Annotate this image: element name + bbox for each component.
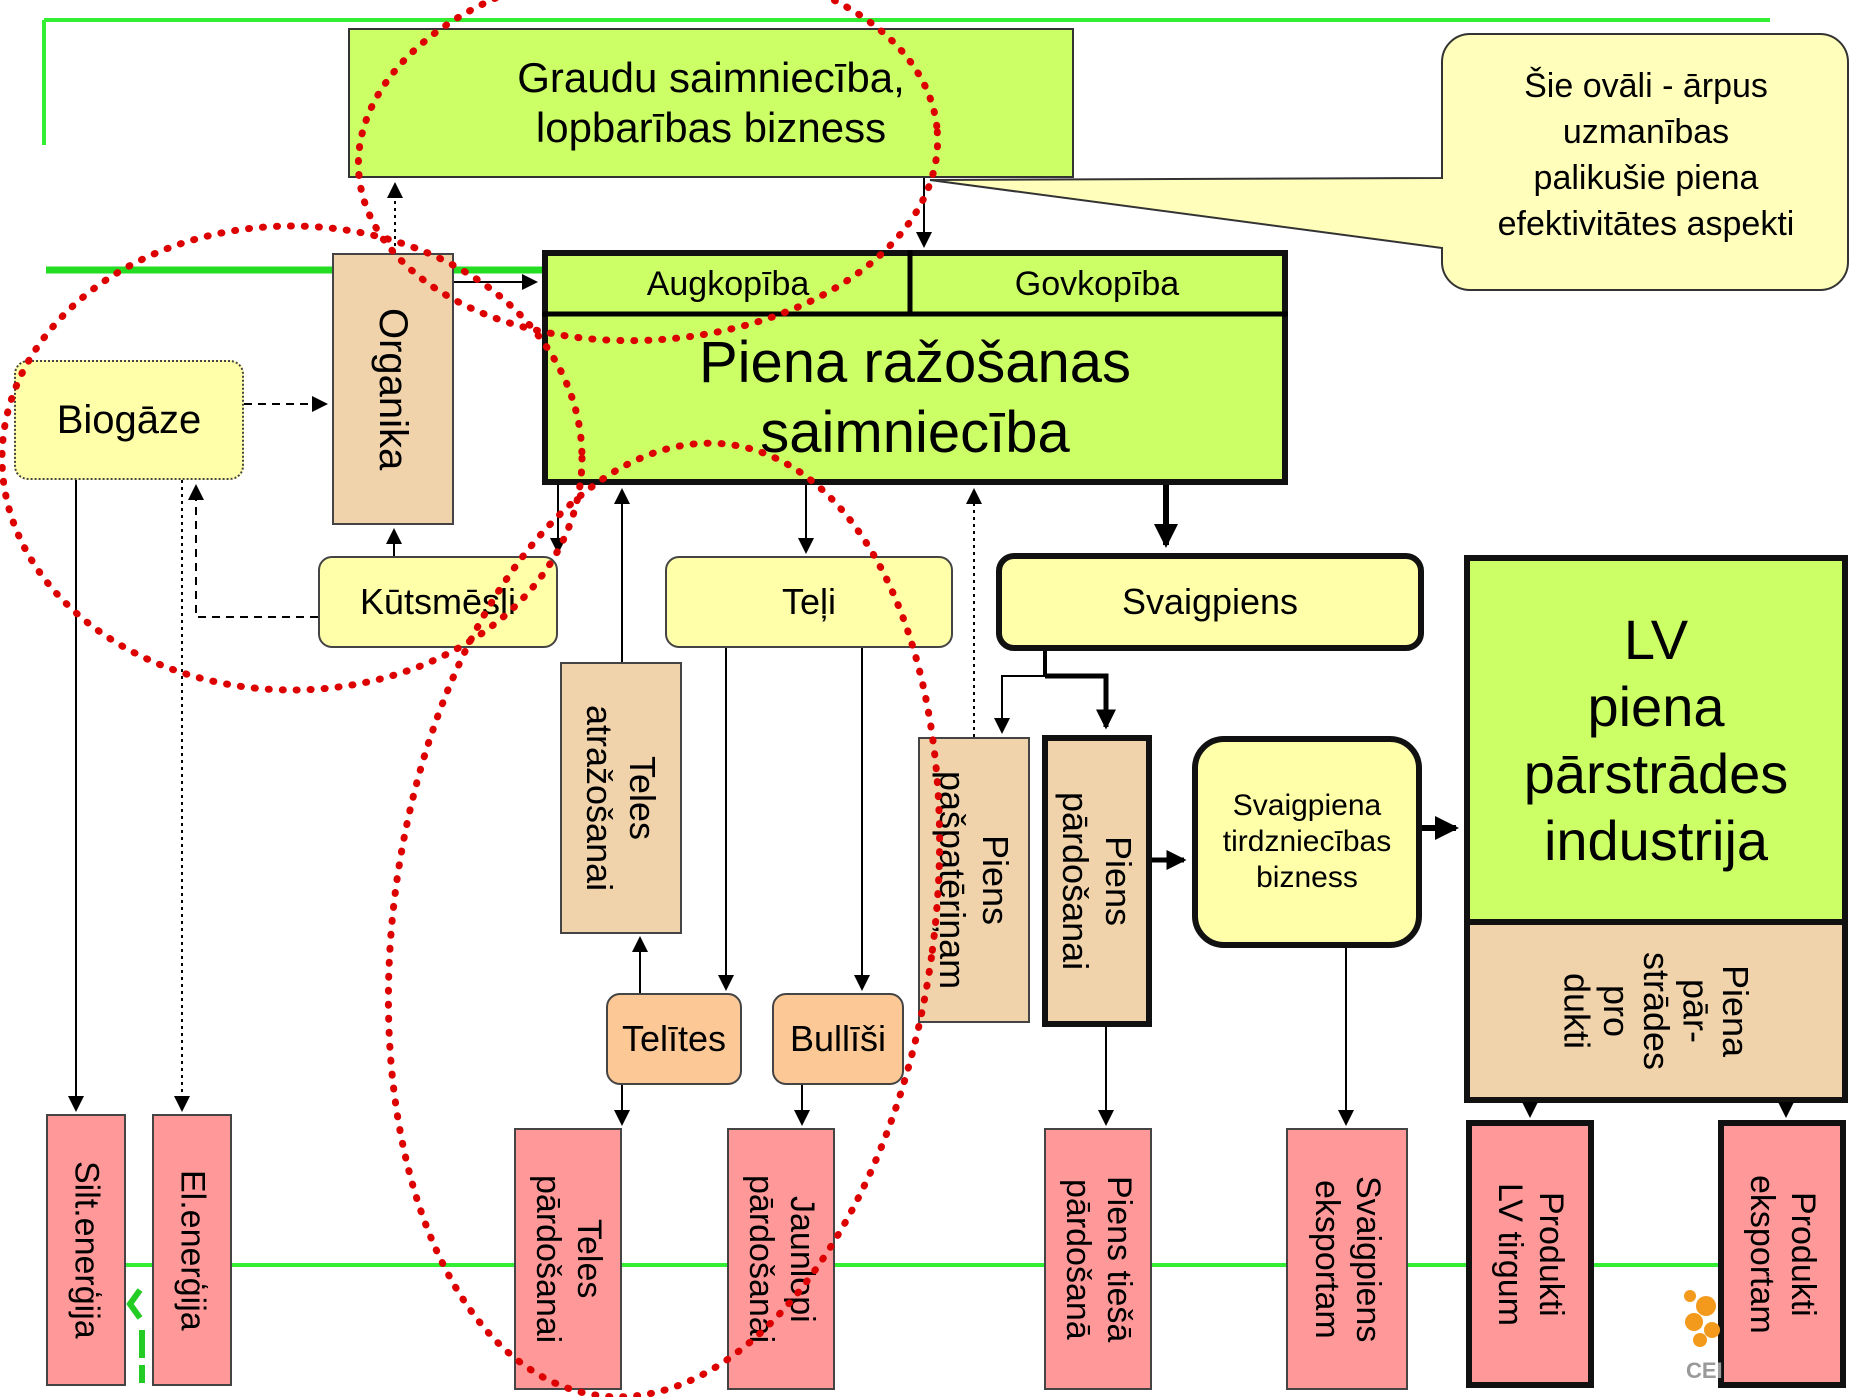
piena-parstrades-produkti-label: Piena pār- strādes pro dukti (1556, 951, 1756, 1071)
logo-label: CEI (1686, 1358, 1723, 1383)
svaigpiens-eksportam-box: Svaigpiens eksportam (1286, 1128, 1408, 1390)
piens-pardosanai-label: Piens pārdošanai (1055, 791, 1140, 971)
piens-tiesa-pardosana-label: Piens tiešā pārdošanā (1059, 1175, 1138, 1343)
govkopiba-label: Govkopība (1014, 264, 1180, 303)
el-energija-label: El.enerģija (173, 1169, 212, 1331)
graudu-box: Graudu saimniecība, lopbarības bizness (348, 28, 1074, 178)
lv-industrija-box: LV piena pārstrādes industrija (1464, 555, 1848, 925)
augkopiba-label: Augkopība (646, 264, 810, 303)
silt-energija-box: Silt.enerģija (46, 1114, 126, 1386)
biogaze-box: Biogāze (14, 360, 244, 480)
teles-pardosanai-box: Teles pārdošanai (514, 1128, 622, 1390)
teles-pardosanai-label: Teles pārdošanai (529, 1174, 608, 1344)
produkti-eksportam-label: Produkti eksportam (1743, 1174, 1822, 1334)
oval-teli (384, 439, 944, 1397)
organika-box: Organika (332, 253, 454, 525)
teles-atrazosanai-box: Teles atražošanai (560, 662, 682, 934)
organika-label: Organika (371, 307, 415, 471)
piena-razosanas-label: Piena ražošanas saimniecība (698, 329, 1132, 465)
produkti-eksportam-box: Produkti eksportam (1718, 1120, 1846, 1388)
piens-tiesa-pardosana-box: Piens tiešā pārdošanā (1044, 1128, 1152, 1390)
el-energija-box: El.enerģija (152, 1114, 232, 1386)
callout-text: Šie ovāli - ārpus uzmanības palikušie pi… (1497, 67, 1795, 243)
telites-box: Telītes (606, 993, 742, 1085)
piena-parstrades-produkti-box: Piena pār- strādes pro dukti (1464, 919, 1848, 1103)
jaunlopi-pardosanai-box: Jaunlopi pārdošanai (727, 1128, 835, 1390)
teles-atrazosanai-label: Teles atražošanai (579, 704, 664, 892)
svaigpiena-tirdzniecibas-box: Svaigpiena tirdzniecības bizness (1192, 736, 1422, 948)
produkti-lv-tirgum-box: Produkti LV tirgum (1466, 1120, 1594, 1388)
piens-pardosanai-box: Piens pārdošanai (1042, 735, 1152, 1027)
oval-graudu (354, 0, 942, 345)
jaunlopi-pardosanai-label: Jaunlopi pārdošanai (742, 1174, 821, 1344)
produkti-lv-tirgum-label: Produkti LV tirgum (1491, 1182, 1570, 1326)
silt-energija-label: Silt.enerģija (67, 1161, 106, 1339)
oval-biogaze (0, 222, 586, 694)
bullisi-box: Bullīši (772, 993, 904, 1085)
svaigpiens-box: Svaigpiens (996, 553, 1424, 651)
svaigpiens-eksportam-label: Svaigpiens eksportam (1308, 1175, 1387, 1343)
